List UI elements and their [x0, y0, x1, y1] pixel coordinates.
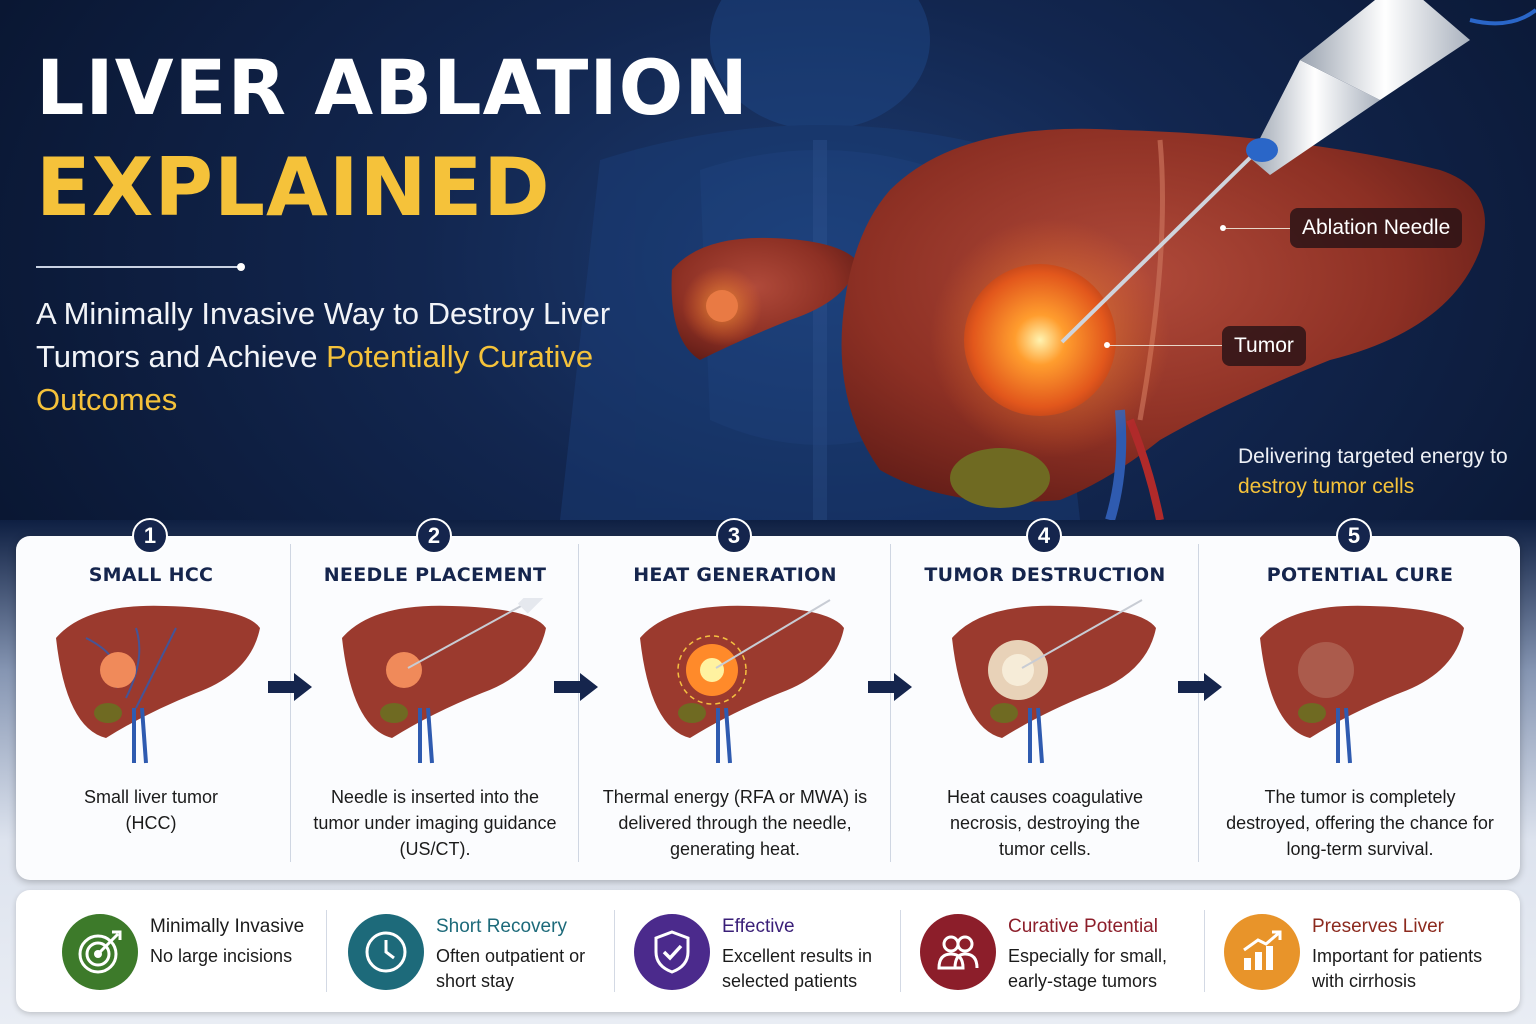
step-title: POTENTIAL CURE — [1266, 564, 1454, 586]
potential-cure-liver-image — [1260, 605, 1464, 764]
step-divider — [890, 544, 891, 862]
benefit-minimally-invasive: Minimally Invasive No large incisions — [62, 890, 322, 1012]
step-number: 2 — [416, 518, 452, 554]
step-arrow-icon — [868, 673, 912, 701]
step-number: 5 — [1336, 518, 1372, 554]
benefit-short-recovery: Short Recovery Often outpatient or short… — [348, 890, 608, 1012]
step-description: Needle is inserted into the tumor under … — [313, 787, 557, 859]
benefit-divider — [614, 910, 615, 992]
tumor-label: Tumor — [1222, 326, 1306, 366]
hero-illustration — [560, 0, 1536, 522]
needle-pointer-dot — [1220, 225, 1226, 231]
benefit-title: Minimally Invasive — [150, 916, 305, 937]
benefit-title: Preserves Liver — [1312, 916, 1444, 937]
title-line-1: LIVER ABLATION — [36, 43, 749, 132]
benefit-description: No large incisions — [150, 946, 293, 966]
hero-section: LIVER ABLATION EXPLAINED A Minimally Inv… — [0, 0, 1536, 560]
people-icon — [920, 914, 996, 990]
small-liver-illustration — [671, 237, 858, 360]
step-description: Heat causes coagulative necrosis, destro… — [946, 787, 1144, 859]
clock-icon — [348, 914, 424, 990]
benefit-divider — [1204, 910, 1205, 992]
step-title: HEAT GENERATION — [633, 564, 837, 586]
caption-text: Delivering targeted energy to — [1238, 445, 1508, 468]
needle-placement-liver-image — [342, 598, 549, 764]
benefit-description: Excellent results in selected patients — [722, 946, 873, 991]
illustration-caption: Delivering targeted energy to destroy tu… — [1238, 442, 1528, 502]
step-description: Small liver tumor (HCC) — [83, 787, 219, 833]
step-title: SMALL HCC — [88, 564, 214, 586]
subtitle-highlight: Potentially Curative Outcomes — [36, 339, 594, 417]
step-3: 3 HEAT GENERATION Thermal energy (RFA or… — [580, 518, 890, 880]
step-description: Thermal energy (RFA or MWA) is delivered… — [602, 787, 868, 859]
step-arrow-icon — [1178, 673, 1222, 701]
benefit-description: Important for patients with cirrhosis — [1312, 946, 1483, 991]
step-1: 1 SMALL HCC Small liver tumor (HCC) — [16, 518, 286, 880]
step-description: The tumor is completely destroyed, offer… — [1226, 787, 1494, 859]
small-hcc-liver-image — [56, 605, 260, 764]
subtitle: A Minimally Invasive Way to Destroy Live… — [36, 292, 676, 421]
tumor-pointer-dot — [1104, 342, 1110, 348]
step-arrow-icon — [268, 673, 312, 701]
step-divider — [290, 544, 291, 862]
benefit-description: Especially for small, early-stage tumors — [1008, 946, 1168, 991]
benefit-divider — [326, 910, 327, 992]
target-icon — [62, 914, 138, 990]
needle-label: Ablation Needle — [1290, 208, 1463, 248]
step-divider — [578, 544, 579, 862]
step-arrow-icon — [554, 673, 598, 701]
tumor-destruction-liver-image — [952, 599, 1156, 764]
ablation-needle-illustration — [1060, 0, 1536, 344]
growth-chart-icon — [1224, 914, 1300, 990]
steps-panel: 1 SMALL HCC Small liver tumor (HCC) 2 NE… — [16, 518, 1520, 880]
step-number: 1 — [132, 518, 168, 554]
step-4: 4 TUMOR DESTRUCTION Heat causes coagulat… — [892, 518, 1198, 880]
step-title: NEEDLE PLACEMENT — [323, 564, 547, 586]
subtitle-text: A Minimally Invasive Way to Destroy Live… — [36, 296, 611, 374]
benefit-title: Effective — [722, 916, 795, 937]
benefits-panel: Minimally Invasive No large incisions Sh… — [16, 890, 1520, 1012]
step-2: 2 NEEDLE PLACEMENT Needle is inserted in… — [292, 518, 578, 880]
benefit-title: Curative Potential — [1008, 916, 1158, 937]
step-title: TUMOR DESTRUCTION — [924, 564, 1166, 586]
benefit-description: Often outpatient or short stay — [436, 946, 586, 991]
shield-check-icon — [634, 914, 710, 990]
benefit-curative-potential: Curative Potential Especially for small,… — [920, 890, 1200, 1012]
tumor-pointer-line — [1110, 345, 1222, 346]
step-number: 3 — [716, 518, 752, 554]
step-divider — [1198, 544, 1199, 862]
benefit-preserves-liver: Preserves Liver Important for patients w… — [1224, 890, 1514, 1012]
benefit-divider — [900, 910, 901, 992]
title-divider — [36, 263, 245, 271]
caption-highlight: destroy tumor cells — [1238, 475, 1415, 498]
step-5: 5 POTENTIAL CURE The tumor is completely… — [1200, 518, 1520, 880]
step-number: 4 — [1026, 518, 1062, 554]
needle-pointer-line — [1226, 228, 1290, 229]
benefit-title: Short Recovery — [436, 916, 567, 937]
heat-generation-liver-image — [640, 599, 844, 764]
benefit-effective: Effective Excellent results in selected … — [634, 890, 894, 1012]
title-line-2: EXPLAINED — [36, 141, 551, 234]
